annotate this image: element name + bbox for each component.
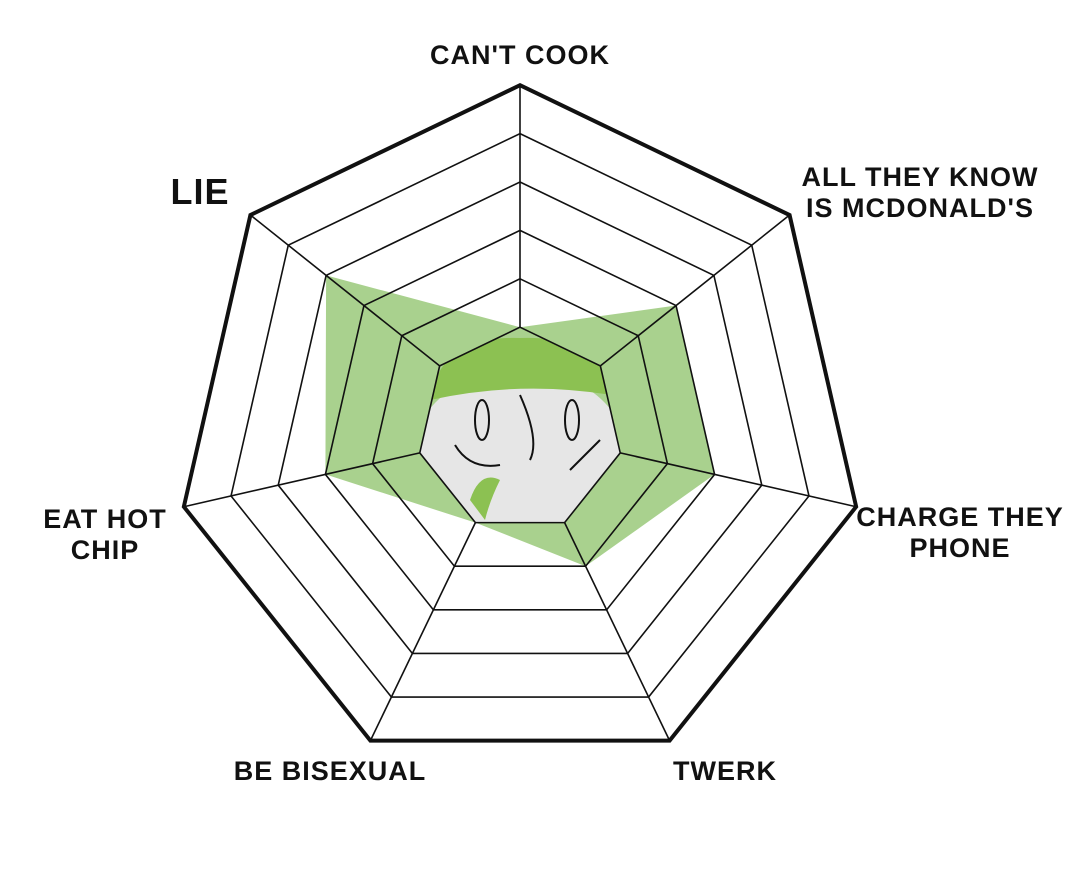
- axis-label-line: chip: [70, 535, 140, 565]
- axis-label-line: is McDonald's: [806, 193, 1034, 223]
- ring-2: [418, 326, 622, 524]
- axis-label-line: Can't cook: [430, 40, 610, 70]
- axis-label-line: Lie: [170, 171, 230, 212]
- axis-spoke-1: [599, 214, 791, 367]
- ring-4: [324, 229, 716, 611]
- axis-label-lie: Lie: [160, 171, 240, 212]
- eye-left: [474, 399, 490, 441]
- axis-spoke-6: [249, 214, 441, 367]
- ring-6: [230, 132, 810, 698]
- axis-label-be-bisexual: Be bisexual: [225, 756, 435, 787]
- axis-label-mcdonalds: All they knowis McDonald's: [790, 162, 1050, 224]
- axis-spoke-5: [183, 452, 420, 508]
- hair-strand: [470, 477, 500, 520]
- axis-label-line: phone: [909, 533, 1011, 563]
- hair-shape: [430, 337, 612, 400]
- axis-spoke-4: [369, 522, 477, 742]
- ring-5: [277, 181, 763, 655]
- ring-7: [181, 82, 859, 743]
- axis-label-line: Eat hot: [43, 504, 167, 534]
- face-lines: [454, 394, 601, 471]
- axis-label-eat-hot-chip: Eat hotchip: [30, 504, 180, 566]
- axis-label-line: Charge they: [856, 502, 1064, 532]
- eye-right: [564, 399, 580, 441]
- character-picture: [419, 337, 621, 523]
- axis-spoke-2: [620, 452, 857, 508]
- axis-label-charge-phone: Charge theyphone: [855, 502, 1065, 564]
- axis-label-twerk: Twerk: [665, 756, 785, 787]
- axis-label-line: Be bisexual: [233, 756, 427, 786]
- face-shape: [419, 370, 621, 523]
- axis-label-cant-cook: Can't cook: [420, 40, 620, 71]
- axis-label-line: All they know: [801, 162, 1039, 192]
- axis-spoke-3: [563, 522, 671, 742]
- axis-label-line: Twerk: [673, 756, 777, 786]
- ring-3: [371, 277, 669, 568]
